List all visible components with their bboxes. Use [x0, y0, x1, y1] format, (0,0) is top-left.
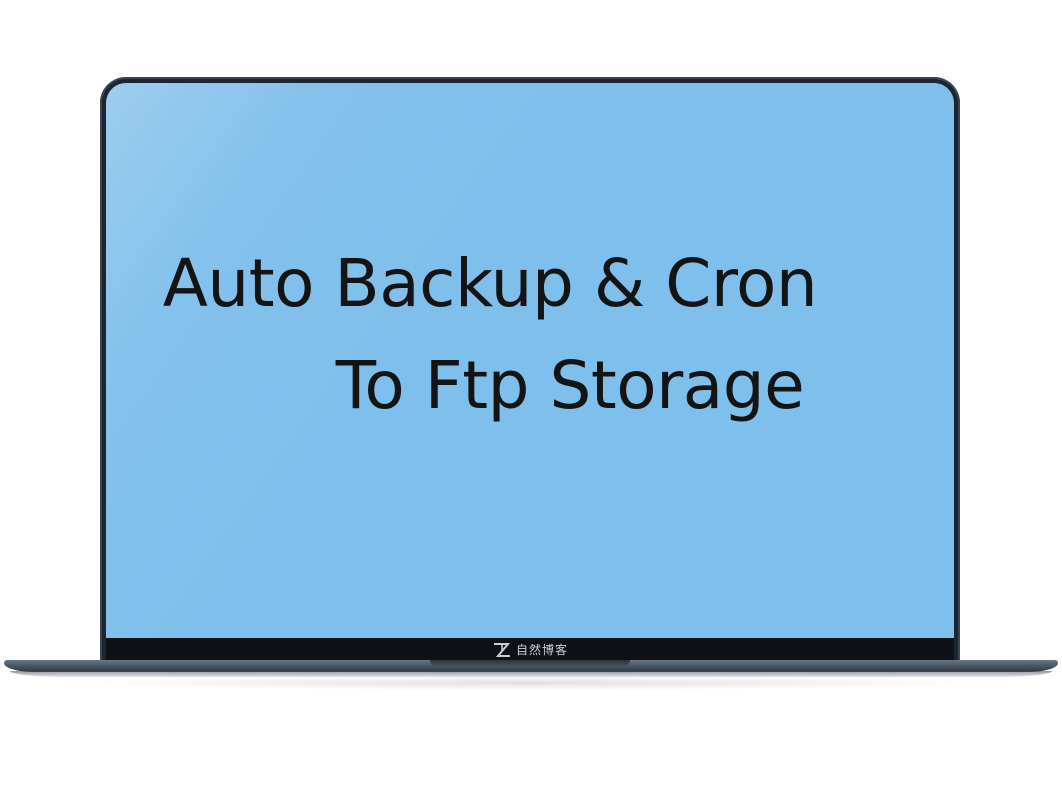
- headline: Auto Backup & Cron To Ftp Storage: [106, 233, 954, 437]
- bottom-bezel: 自然博客: [106, 638, 954, 662]
- brand-logo: 自然博客: [492, 641, 568, 659]
- headline-line-1: Auto Backup & Cron: [162, 245, 818, 322]
- logo-text: 自然博客: [515, 643, 569, 657]
- laptop-shadow: [60, 676, 1002, 690]
- headline-line-2: To Ftp Storage: [335, 347, 805, 424]
- laptop-screen: Auto Backup & Cron To Ftp Storage: [106, 83, 954, 638]
- base-notch: [430, 660, 630, 667]
- zr-logo-icon: [493, 643, 511, 657]
- base-lip: [10, 671, 1052, 677]
